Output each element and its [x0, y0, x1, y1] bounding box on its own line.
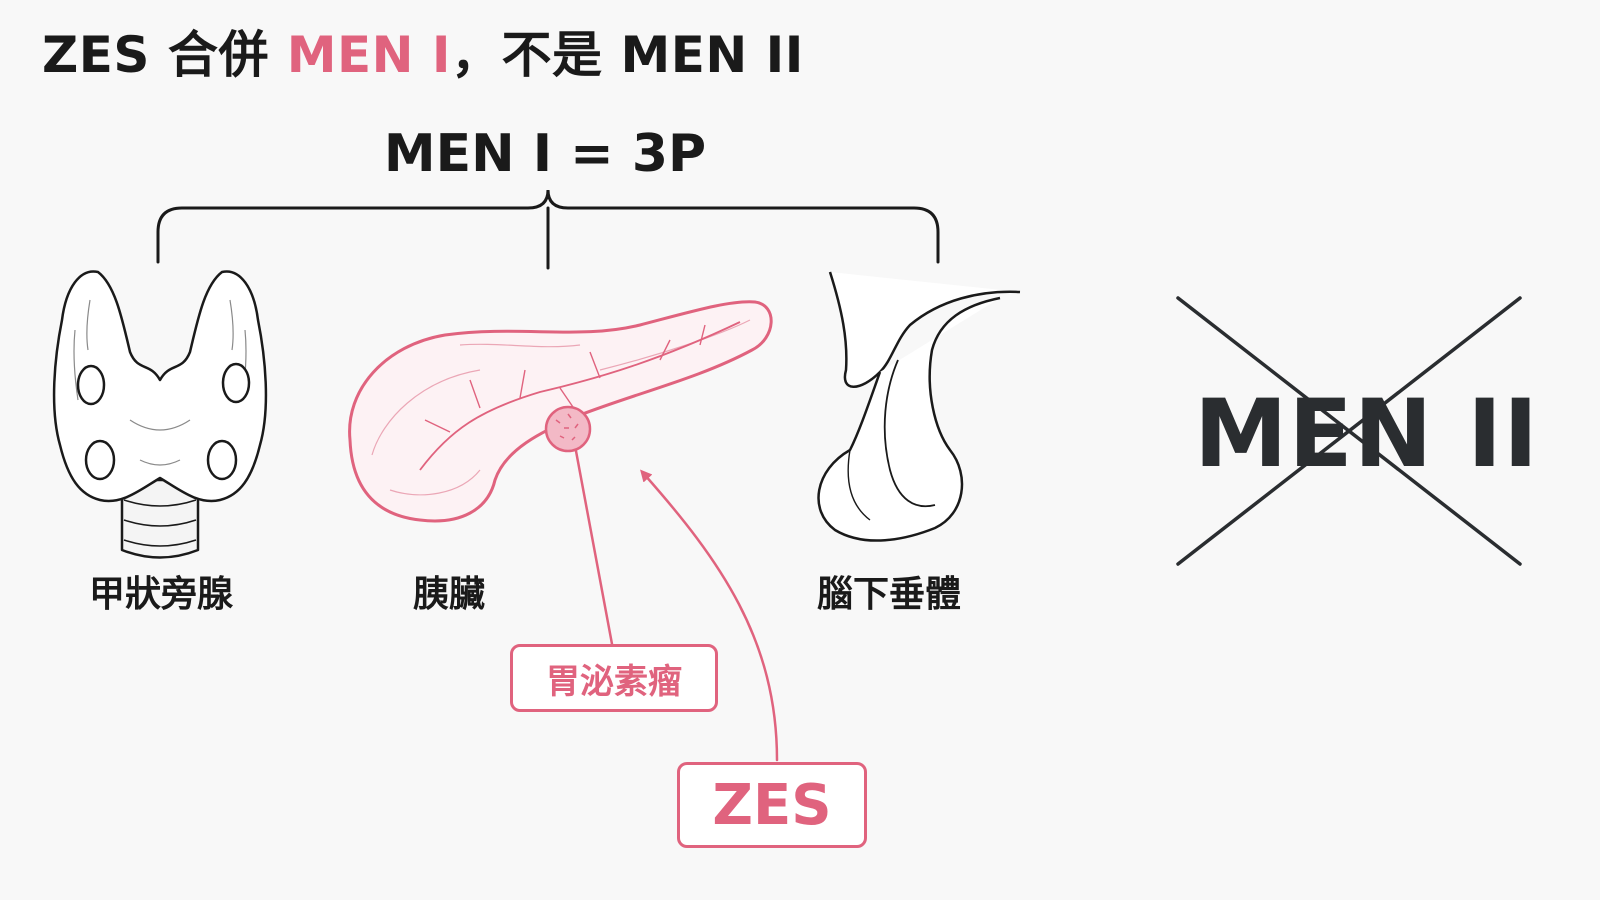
title-suffix: ，不是 MEN II	[451, 26, 804, 84]
pancreas-label: 胰臟	[412, 574, 486, 615]
title-highlight: MEN I	[286, 26, 452, 84]
pituitary-illustration	[817, 271, 1021, 542]
gastrinoma-connector	[574, 449, 614, 646]
page-title: ZES 合併 MEN I，不是 MEN II	[42, 30, 804, 80]
gastrinoma-callout: 胃泌素瘤	[510, 644, 718, 712]
brace	[156, 189, 940, 270]
parathyroid-label: 甲狀旁腺	[88, 574, 234, 615]
men1-formula: MEN I = 3P	[383, 124, 707, 184]
parathyroid-illustration	[52, 270, 268, 559]
cross-out-mark	[1176, 296, 1522, 566]
men2-rejected-label: MEN II	[1194, 380, 1540, 489]
zes-callout: ZES	[677, 762, 867, 848]
pancreas-illustration	[348, 300, 773, 523]
title-prefix: ZES 合併	[42, 26, 287, 84]
zes-arrow	[640, 469, 779, 762]
pituitary-label: 腦下垂體	[816, 574, 962, 615]
